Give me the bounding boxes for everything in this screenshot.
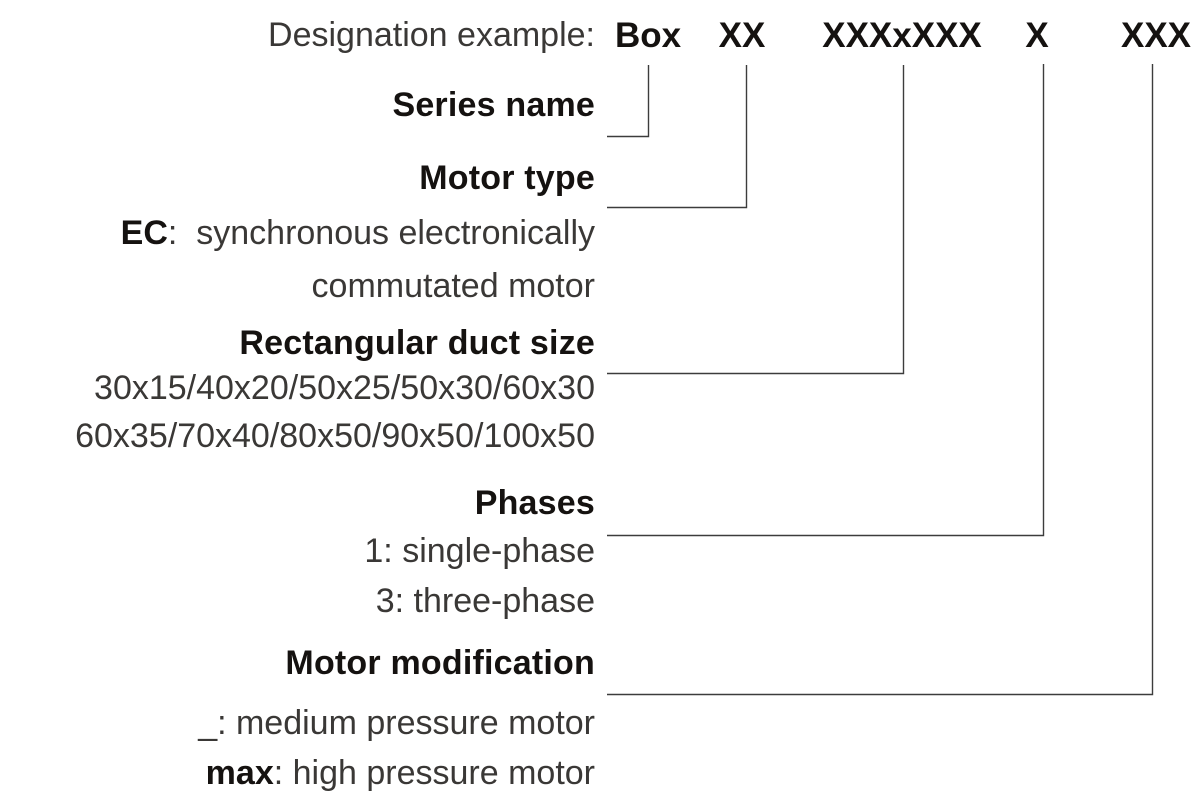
phases-connector-line bbox=[607, 64, 1045, 537]
duct-size-values-line2: 60x35/70x40/80x50/90x50/100x50 bbox=[75, 417, 595, 455]
phases-option-single: 1: single-phase bbox=[364, 532, 595, 570]
motor-type-connector-line bbox=[607, 65, 748, 209]
motor-type-code-label: EC bbox=[120, 214, 168, 252]
code-token-modification: XXX bbox=[1120, 16, 1192, 55]
modification-option-medium: _: medium pressure motor bbox=[198, 704, 595, 742]
modification-heading: Motor modification bbox=[285, 644, 595, 682]
code-token-motor-type: XX bbox=[718, 16, 766, 55]
modification-max-label: max bbox=[205, 754, 274, 792]
modification-connector-line bbox=[607, 64, 1154, 696]
code-token-duct-size: XXXxXXX bbox=[822, 16, 982, 55]
series-connector-line bbox=[607, 65, 650, 138]
code-token-series: Box bbox=[614, 16, 682, 55]
duct-size-connector-line bbox=[607, 65, 905, 375]
phases-heading: Phases bbox=[474, 484, 595, 522]
motor-type-description-line1: EC: synchronous electronically bbox=[121, 216, 595, 250]
code-token-phases: X bbox=[1025, 16, 1049, 55]
series-name-heading: Series name bbox=[392, 86, 595, 124]
duct-size-values-line1: 30x15/40x20/50x25/50x30/60x30 bbox=[94, 369, 595, 407]
motor-type-description-line2: commutated motor bbox=[311, 267, 595, 305]
duct-size-heading: Rectangular duct size bbox=[239, 324, 595, 362]
motor-type-description-text: : synchronous electronically bbox=[167, 214, 595, 252]
designation-example-label: Designation example: bbox=[268, 16, 595, 54]
phases-option-three: 3: three-phase bbox=[375, 582, 595, 620]
motor-type-heading: Motor type bbox=[419, 159, 595, 197]
modification-high-text: : high pressure motor bbox=[273, 754, 595, 792]
modification-option-high: max: high pressure motor bbox=[206, 756, 595, 790]
